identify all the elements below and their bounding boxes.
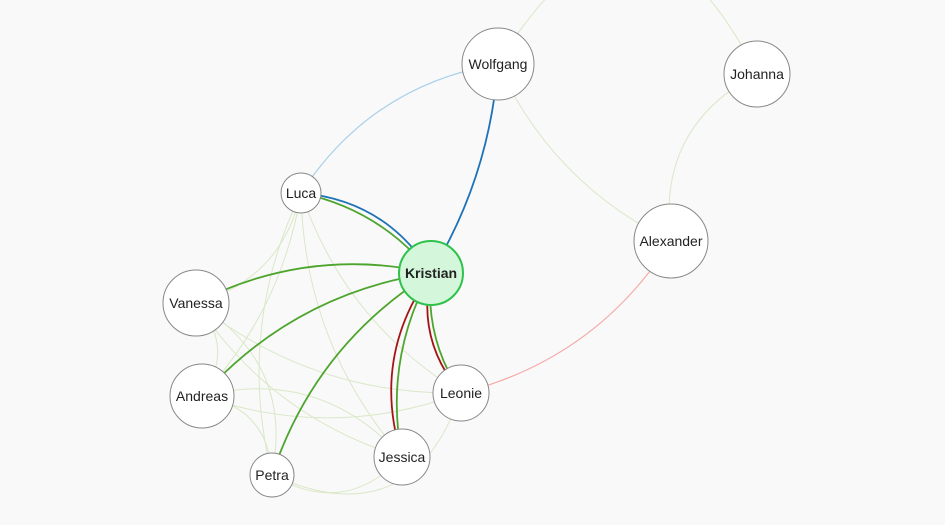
edge-wolfgang-johanna bbox=[497, 0, 758, 75]
node-label: Leonie bbox=[440, 385, 482, 401]
node-johanna[interactable]: Johanna bbox=[723, 40, 791, 108]
node-label: Vanessa bbox=[169, 295, 223, 311]
edge-alexander-leonie bbox=[460, 240, 672, 394]
node-circle[interactable] bbox=[162, 269, 230, 337]
edge-andreas-leonie bbox=[201, 392, 462, 419]
node-label: Kristian bbox=[405, 265, 457, 281]
node-jessica[interactable]: Jessica bbox=[373, 428, 431, 486]
edge-luca-jessica bbox=[300, 192, 403, 458]
node-label: Jessica bbox=[379, 449, 426, 465]
node-wolfgang[interactable]: Wolfgang bbox=[461, 27, 535, 101]
node-label: Wolfgang bbox=[469, 56, 528, 72]
node-circle[interactable] bbox=[249, 452, 295, 498]
node-circle[interactable] bbox=[723, 40, 791, 108]
edge-petra-leonie bbox=[271, 392, 462, 495]
node-circle[interactable] bbox=[432, 364, 490, 422]
node-petra[interactable]: Petra bbox=[249, 452, 295, 498]
edge-kristian-andreas bbox=[201, 272, 432, 397]
node-luca[interactable]: Luca bbox=[280, 172, 322, 214]
node-label: Alexander bbox=[639, 233, 702, 249]
node-label: Johanna bbox=[730, 66, 784, 82]
node-circle[interactable] bbox=[280, 172, 322, 214]
edge-kristian-petra bbox=[271, 272, 432, 476]
node-label: Petra bbox=[255, 467, 289, 483]
node-alexander[interactable]: Alexander bbox=[633, 203, 709, 279]
node-label: Luca bbox=[286, 185, 317, 201]
node-leonie[interactable]: Leonie bbox=[432, 364, 490, 422]
node-circle[interactable] bbox=[373, 428, 431, 486]
node-circle[interactable] bbox=[461, 27, 535, 101]
node-circle[interactable] bbox=[169, 363, 235, 429]
edge-luca-petra bbox=[258, 192, 302, 476]
edge-vanessa-leonie bbox=[195, 302, 462, 394]
node-andreas[interactable]: Andreas bbox=[169, 363, 235, 429]
node-circle[interactable] bbox=[398, 240, 464, 306]
edge-vanessa-jessica bbox=[195, 302, 403, 458]
node-kristian[interactable]: Kristian bbox=[398, 240, 464, 306]
node-label: Andreas bbox=[176, 388, 228, 404]
node-vanessa[interactable]: Vanessa bbox=[162, 269, 230, 337]
edge-luca-leonie bbox=[300, 192, 462, 394]
node-circle[interactable] bbox=[633, 203, 709, 279]
